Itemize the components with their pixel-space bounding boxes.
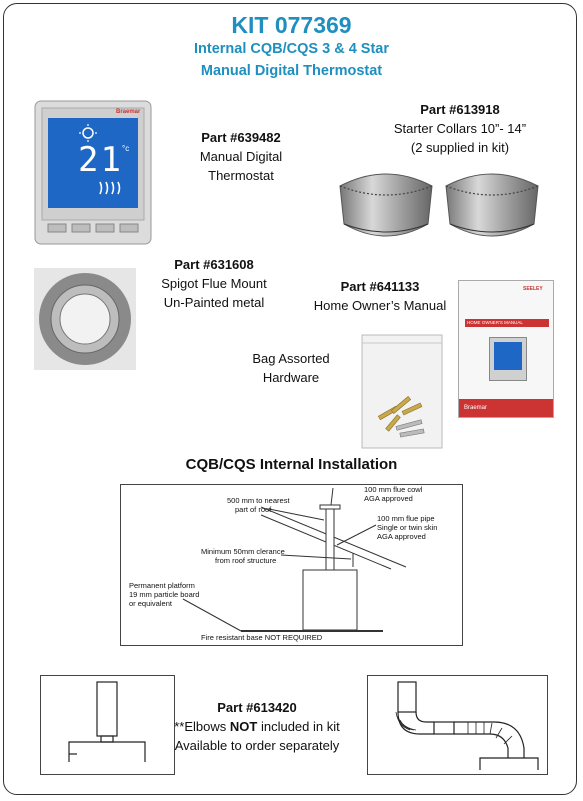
hardware-desc-2: Hardware — [262, 370, 320, 385]
thermostat-display-value: 21 — [78, 140, 123, 180]
spigot-label: Part #631608 Spigot Flue Mount Un-Painte… — [146, 255, 282, 312]
collars-desc-1: Starter Collars 10”- 14” — [393, 121, 527, 136]
starter-collars-image — [332, 158, 550, 250]
diagram-label-flue-cowl: 100 mm flue cowl AGA approved — [364, 485, 423, 503]
manual-cover-thermostat — [489, 337, 527, 381]
manual-cover-title: HOME OWNER'S MANUAL — [465, 319, 549, 327]
elbows-part-number: Part #613420 — [217, 700, 297, 715]
elbows-desc-1: **Elbows NOT included in kit — [174, 719, 340, 734]
diagram-label-platform: Permanent platform 19 mm particle board … — [129, 581, 200, 608]
spigot-desc-1: Spigot Flue Mount — [161, 276, 267, 291]
collars-label: Part #613918 Starter Collars 10”- 14” (2… — [372, 100, 548, 157]
spigot-desc-2: Un-Painted metal — [163, 295, 265, 310]
manual-cover-footer: Braemar — [459, 399, 553, 417]
thermostat-display-unit: °c — [122, 144, 130, 153]
elbows-desc-2: Available to order separately — [174, 738, 340, 753]
manual-desc-1: Home Owner’s Manual — [313, 298, 447, 313]
diagram-label-roof-distance: 500 mm to nearest part of roof — [227, 496, 290, 514]
page-border — [3, 3, 577, 795]
manual-cover-brand: SEELEY — [523, 286, 543, 292]
thermostat-part-number: Part #639482 — [201, 130, 281, 145]
installation-heading: CQB/CQS Internal Installation — [185, 456, 398, 473]
collars-desc-2: (2 supplied in kit) — [410, 140, 510, 155]
diagram-label-flue-pipe: 100 mm flue pipe Single or twin skin AGA… — [377, 514, 438, 541]
thermostat-brand: Braemar — [116, 109, 141, 115]
spigot-flue-mount-image — [34, 268, 136, 370]
elbows-label: Part #613420 **Elbows NOT included in ki… — [160, 698, 354, 755]
manual-label: Part #641133 Home Owner’s Manual — [300, 277, 460, 315]
diagram-label-base: Fire resistant base NOT REQUIRED — [201, 633, 323, 642]
kit-subtitle-line2: Manual Digital Thermostat — [200, 63, 383, 79]
spigot-part-number: Part #631608 — [174, 257, 254, 272]
thermostat-desc-2: Thermostat — [208, 168, 274, 183]
kit-title: KIT 077369 — [231, 12, 352, 38]
elbow-diagram-right — [367, 675, 548, 775]
hardware-bag-image — [360, 333, 444, 450]
owners-manual-image: SEELEY HOME OWNER'S MANUAL Braemar — [458, 280, 554, 418]
manual-part-number: Part #641133 — [340, 279, 420, 294]
elbow-diagram-left — [40, 675, 175, 775]
collars-part-number: Part #613918 — [420, 102, 500, 117]
thermostat-image: 21 °c Braemar — [34, 100, 152, 245]
diagram-label-clearance: Minimum 50mm clerance from roof structur… — [201, 547, 285, 565]
thermostat-desc-1: Manual Digital — [199, 149, 283, 164]
thermostat-label: Part #639482 Manual Digital Thermostat — [178, 128, 304, 185]
hardware-label: Bag Assorted Hardware — [236, 349, 346, 387]
hardware-desc-1: Bag Assorted — [252, 351, 330, 366]
kit-subtitle-line1: Internal CQB/CQS 3 & 4 Star — [194, 41, 389, 57]
installation-diagram: 500 mm to nearest part of roof 100 mm fl… — [120, 484, 463, 646]
